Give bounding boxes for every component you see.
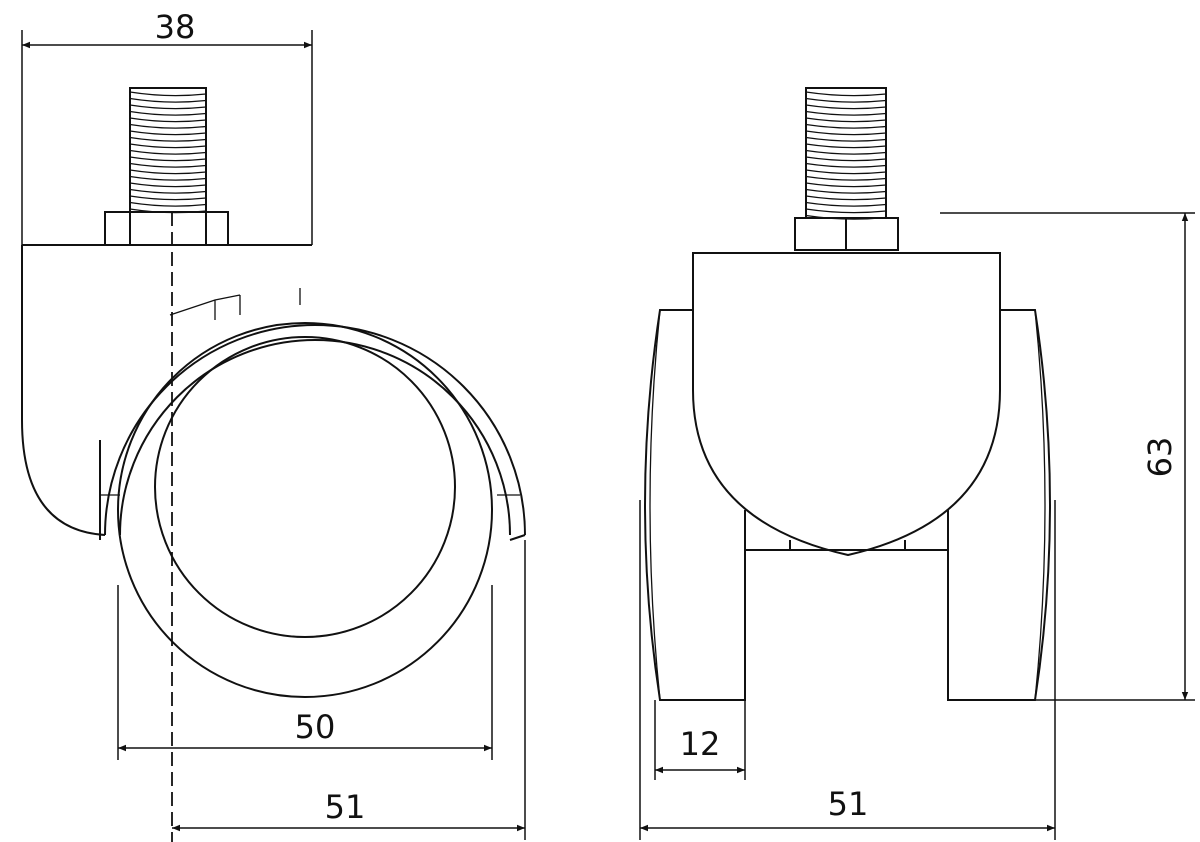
thread-line: [129, 143, 207, 149]
dim-label-50: 50: [295, 708, 336, 746]
thread-line: [129, 136, 207, 142]
wheel-outer: [117, 322, 493, 698]
wheel-right: [947, 309, 1051, 701]
dim-label-51-front: 51: [828, 785, 869, 823]
housing-front: [692, 252, 1001, 557]
thread-line: [805, 136, 887, 142]
thread-line: [805, 110, 887, 116]
thread-line: [805, 143, 887, 149]
dim-label-38: 38: [155, 8, 196, 46]
thread-line: [129, 195, 207, 201]
side-view: 38 50 51: [21, 8, 526, 842]
thread-line: [805, 123, 887, 129]
thread-line: [805, 162, 887, 168]
dim-label-51-side: 51: [325, 788, 366, 826]
thread-line: [129, 169, 207, 175]
hex-nut-front: [794, 217, 899, 251]
thread-line: [129, 188, 207, 194]
thread-line: [805, 195, 887, 201]
thread-line: [129, 123, 207, 129]
thread-line: [805, 130, 887, 136]
dimension-12: 12: [654, 700, 746, 780]
dimension-51-side: 51: [172, 540, 526, 840]
thread-line: [805, 104, 887, 110]
dimension-50: 50: [117, 585, 493, 760]
thread-line: [805, 156, 887, 162]
dimension-63: 63: [940, 212, 1195, 701]
thread-line: [805, 188, 887, 194]
thread-line: [129, 175, 207, 181]
wheel-inner: [154, 336, 456, 638]
thread-line: [805, 175, 887, 181]
threaded-stem-side: [129, 87, 207, 214]
thread-line: [805, 97, 887, 103]
thread-line: [805, 117, 887, 123]
dimension-51-front: 51: [639, 500, 1056, 840]
thread-line: [805, 182, 887, 188]
thread-line: [805, 201, 887, 207]
thread-line: [805, 169, 887, 175]
thread-line: [129, 201, 207, 207]
thread-line: [129, 182, 207, 188]
thread-line: [129, 117, 207, 123]
hex-nut-side: [104, 211, 229, 246]
axle: [745, 540, 948, 551]
wheel-left: [644, 309, 746, 701]
thread-line: [805, 149, 887, 155]
housing-side: [21, 244, 312, 536]
thread-line: [805, 91, 887, 97]
thread-line: [129, 130, 207, 136]
dim-label-12: 12: [680, 725, 721, 763]
thread-line: [129, 91, 207, 97]
thread-line: [129, 97, 207, 103]
thread-line: [129, 104, 207, 110]
threaded-stem-front: [805, 87, 887, 220]
thread-line: [805, 208, 887, 214]
thread-line: [129, 156, 207, 162]
hood-arcs: [99, 288, 526, 541]
dimension-38: 38: [21, 8, 313, 245]
thread-line: [129, 110, 207, 116]
dim-label-63: 63: [1141, 437, 1179, 478]
thread-line: [129, 162, 207, 168]
thread-line: [129, 149, 207, 155]
front-view: 63 12 51: [639, 87, 1195, 840]
